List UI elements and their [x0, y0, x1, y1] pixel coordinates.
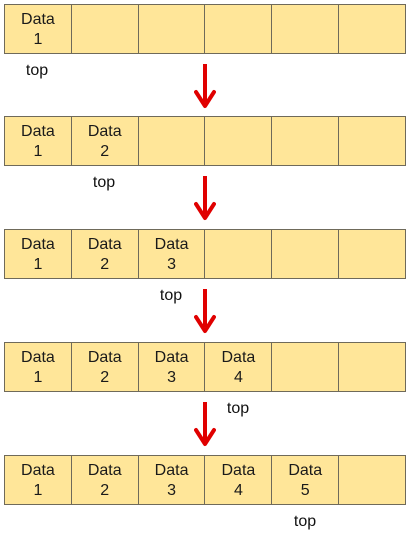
stack-row-1: Data 1 — [4, 4, 406, 54]
cell-label: Data — [154, 462, 189, 479]
stack-cell: Data 1 — [5, 456, 72, 504]
top-pointer-label: top — [226, 400, 250, 417]
cell-number: 2 — [100, 143, 110, 160]
cell-number: 1 — [33, 482, 43, 499]
stack-cell — [205, 230, 273, 278]
stack-cell: Data 2 — [71, 456, 139, 504]
down-arrow-icon — [194, 289, 216, 333]
cell-label: Data — [288, 462, 323, 479]
down-arrow-icon — [194, 64, 216, 108]
stack-cell — [272, 5, 340, 53]
stack-cell: Data 4 — [205, 343, 273, 391]
stack-row-5: Data 1 Data 2 Data 3 Data 4 Data 5 — [4, 455, 406, 505]
cell-label: Data — [21, 11, 55, 28]
stack-cell: Data 5 — [272, 456, 340, 504]
cell-label: Data — [87, 349, 122, 366]
cell-number: 1 — [33, 143, 43, 160]
stack-cell: Data 4 — [205, 456, 273, 504]
cell-label: Data — [87, 236, 122, 253]
cell-number: 2 — [100, 369, 110, 386]
cell-number: 1 — [33, 31, 43, 48]
cell-label: Data — [21, 236, 55, 253]
stack-row-4: Data 1 Data 2 Data 3 Data 4 — [4, 342, 406, 392]
down-arrow-icon — [194, 176, 216, 220]
stack-cell — [339, 230, 405, 278]
cell-label: Data — [221, 462, 256, 479]
stack-row-3: Data 1 Data 2 Data 3 — [4, 229, 406, 279]
stack-cell — [272, 230, 340, 278]
cell-label: Data — [221, 349, 256, 366]
stack-cell — [272, 343, 340, 391]
cell-label: Data — [154, 349, 189, 366]
cell-label: Data — [21, 462, 55, 479]
top-pointer-label: top — [92, 174, 116, 191]
cell-number: 1 — [33, 369, 43, 386]
stack-cell: Data 3 — [138, 456, 206, 504]
stack-row-2: Data 1 Data 2 — [4, 116, 406, 166]
stack-cell: Data 1 — [5, 230, 72, 278]
stack-cell — [339, 117, 405, 165]
top-pointer-label: top — [25, 62, 49, 79]
stack-cell — [339, 343, 405, 391]
cell-number: 4 — [233, 482, 243, 499]
stack-cell — [205, 117, 273, 165]
stack-cell — [272, 117, 340, 165]
cell-label: Data — [87, 123, 122, 140]
cell-number: 3 — [167, 482, 177, 499]
cell-number: 1 — [33, 256, 43, 273]
stack-cell: Data 1 — [5, 343, 72, 391]
cell-number: 3 — [167, 369, 177, 386]
cell-label: Data — [154, 236, 189, 253]
cell-number: 5 — [300, 482, 310, 499]
stack-cell — [339, 5, 405, 53]
cell-number: 3 — [167, 256, 177, 273]
stack-cell: Data 3 — [138, 230, 206, 278]
stack-cell — [138, 5, 206, 53]
top-pointer-label: top — [159, 287, 183, 304]
stack-cell — [138, 117, 206, 165]
cell-label: Data — [87, 462, 122, 479]
cell-number: 2 — [100, 256, 110, 273]
stack-cell — [339, 456, 405, 504]
cell-label: Data — [21, 349, 55, 366]
stack-cell: Data 2 — [71, 230, 139, 278]
cell-number: 4 — [233, 369, 243, 386]
stack-cell: Data 2 — [71, 343, 139, 391]
stack-cell — [71, 5, 139, 53]
stack-cell: Data 1 — [5, 5, 72, 53]
stack-cell: Data 3 — [138, 343, 206, 391]
down-arrow-icon — [194, 402, 216, 446]
cell-label: Data — [21, 123, 55, 140]
stack-cell — [205, 5, 273, 53]
stack-cell: Data 1 — [5, 117, 72, 165]
top-pointer-label: top — [293, 513, 317, 530]
cell-number: 2 — [100, 482, 110, 499]
stack-cell: Data 2 — [71, 117, 139, 165]
